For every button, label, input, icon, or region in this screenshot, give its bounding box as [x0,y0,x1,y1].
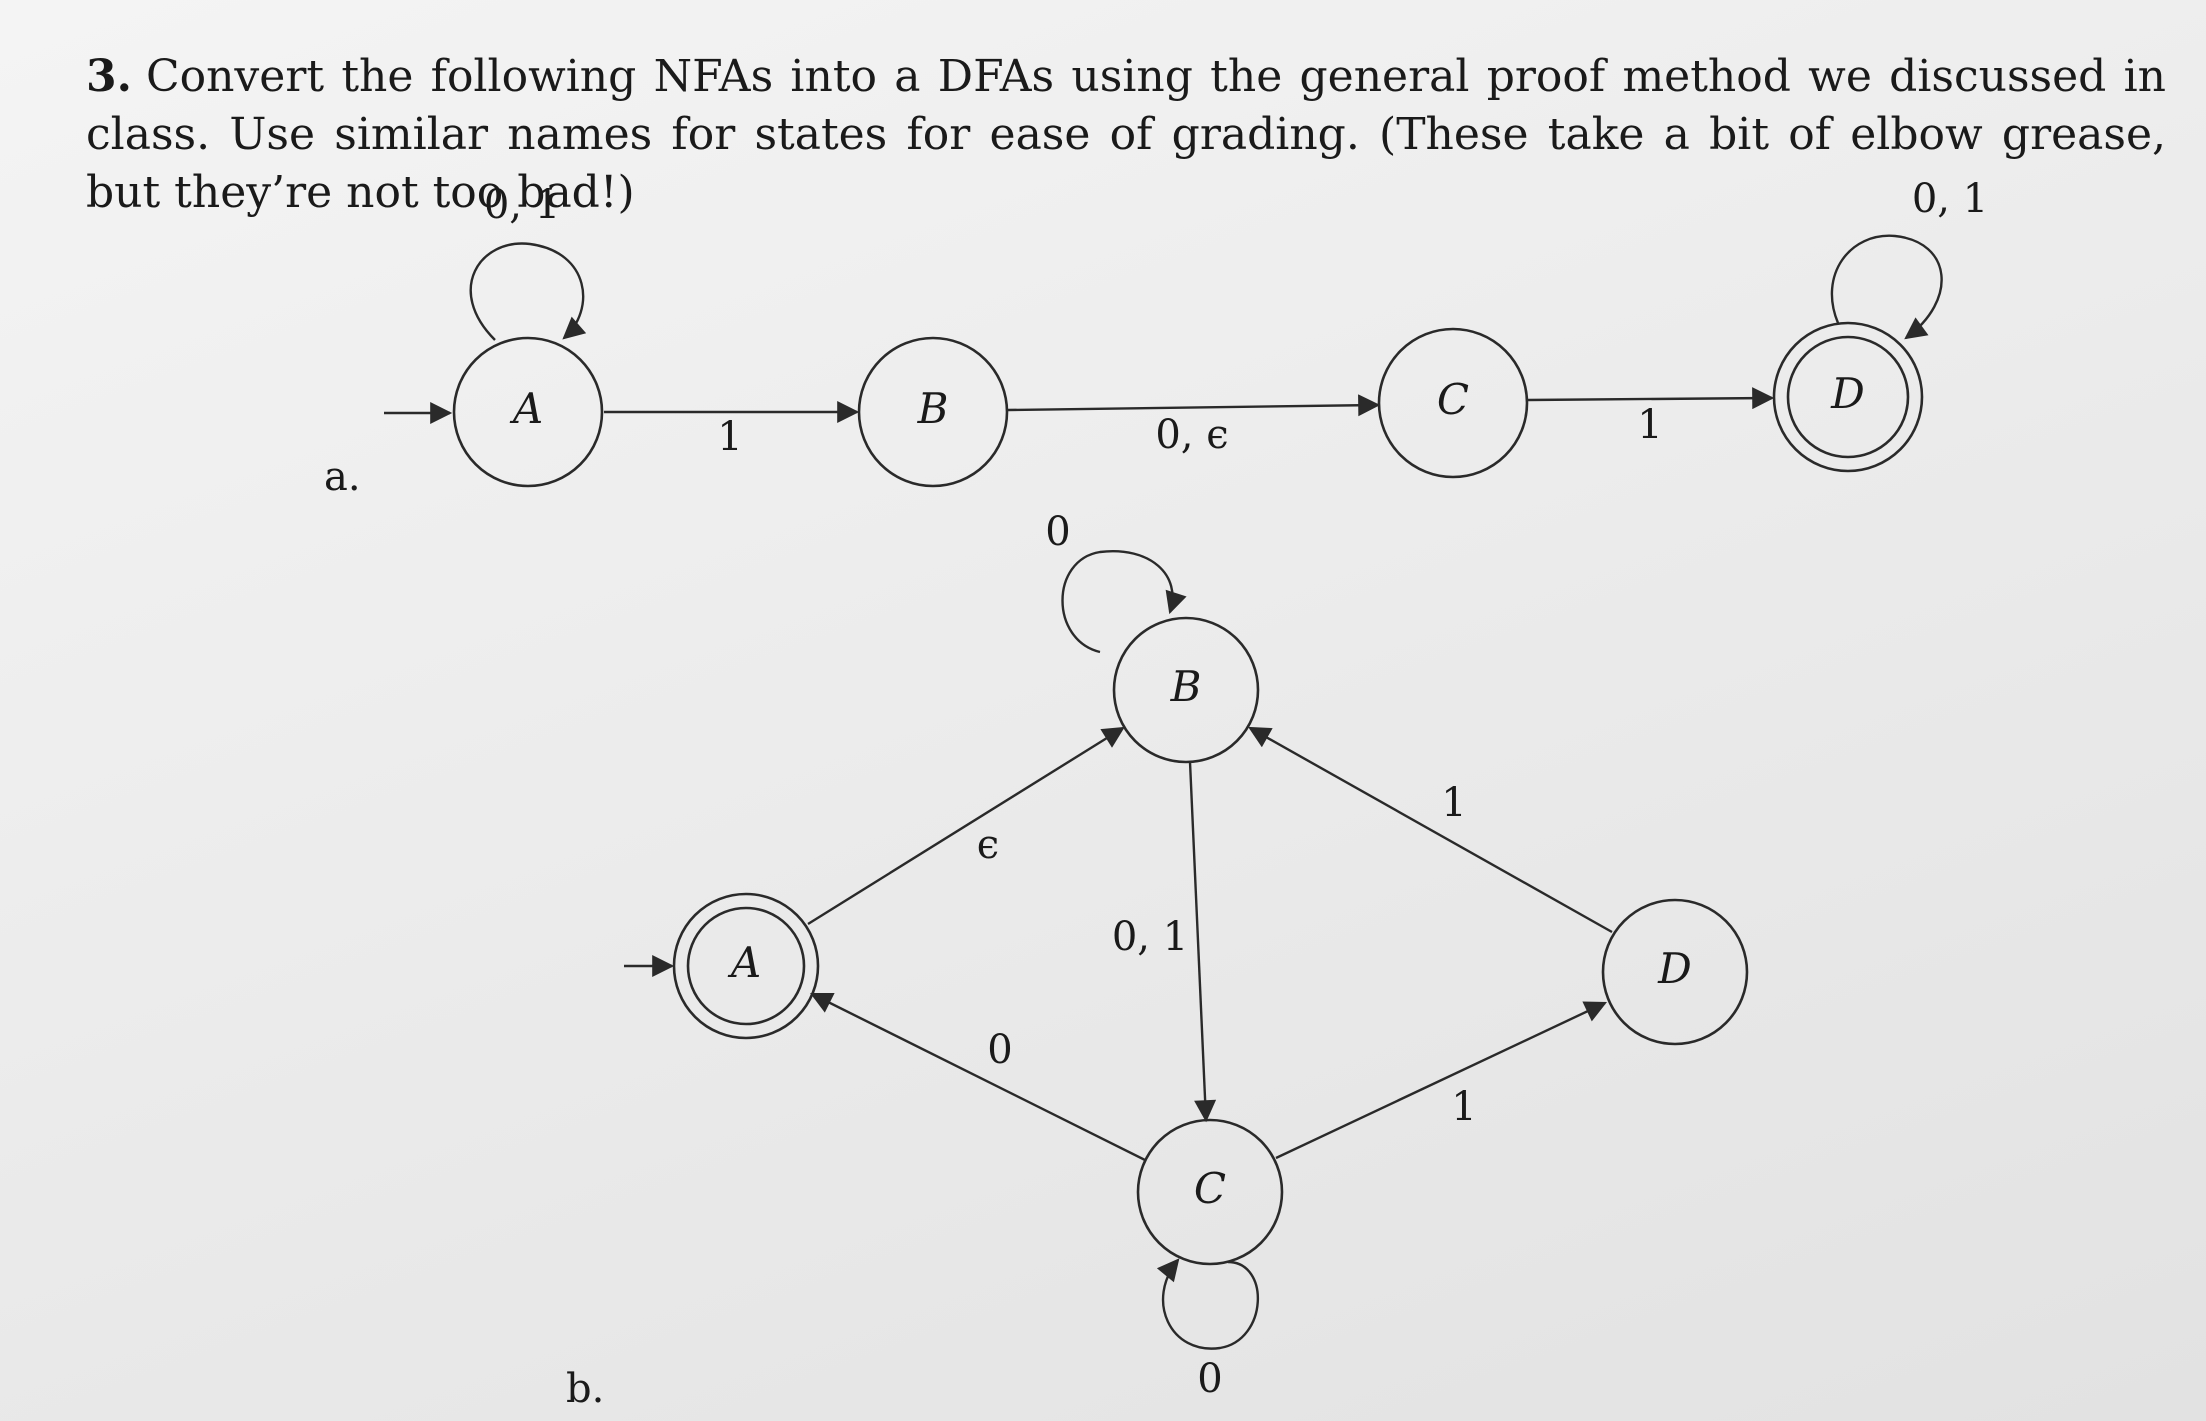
a-edge-B-C-label: 0, ϵ [1155,412,1228,458]
b-state-C-label: C [1194,1164,1226,1213]
b-edge-C-A [810,992,1146,1162]
a-state-B-label: B [917,384,949,433]
b-loop-C [1156,1258,1260,1350]
a-edge-C-D [1527,387,1775,410]
b-state-C: C [1136,1118,1284,1266]
b-state-B: B [1112,616,1260,764]
b-edge-C-D-label: 1 [1451,1084,1476,1130]
a-state-A: A [452,336,604,488]
a-loop-A-label: 0, 1 [484,182,560,228]
b-state-D: D [1601,898,1749,1046]
a-loop-A [469,242,587,341]
a-state-D-label: D [1830,369,1865,418]
problem-statement: 3.Convert the following NFAs into a DFAs… [86,48,2166,222]
b-edge-B-C [1188,761,1217,1123]
a-edge-A-B-label: 1 [717,414,742,460]
part-b-label: b. [566,1366,604,1412]
a-state-A-label: A [509,384,543,433]
a-state-B: B [857,336,1009,488]
a-state-C-label: C [1437,375,1469,424]
a-state-C: C [1377,327,1529,479]
b-loop-C-label: 0 [1197,1356,1222,1402]
a-edge-B-C [1007,394,1381,417]
part-a-label: a. [324,454,361,500]
b-state-B-label: B [1170,662,1202,711]
problem-number: 3. [86,51,132,102]
b-edge-D-B-label: 1 [1441,780,1466,826]
b-edge-C-D [1275,1001,1607,1160]
b-state-D-label: D [1657,944,1692,993]
b-state-A: A [672,892,820,1040]
b-edge-A-B [807,726,1125,926]
nfa-a: a. 0, 1 1 0, ϵ 1 0, 1 A B C [324,176,1988,500]
b-loop-B [1061,550,1187,654]
b-loop-B-label: 0 [1045,509,1070,555]
a-loop-D [1830,234,1943,340]
problem-text: Convert the following NFAs into a DFAs u… [86,51,2166,218]
b-state-A-label: A [727,938,761,987]
nfa-b: b. 0 ϵ 0, 1 0 1 1 0 A B [566,509,1749,1412]
a-state-D: D [1772,321,1924,473]
a-loop-D-label: 0, 1 [1912,176,1988,222]
a-edge-C-D-label: 1 [1637,402,1662,448]
b-edge-B-C-label: 0, 1 [1112,914,1188,960]
b-edge-A-B-label: ϵ [977,822,999,868]
b-edge-C-A-label: 0 [987,1027,1012,1073]
b-edge-D-B [1248,726,1613,934]
